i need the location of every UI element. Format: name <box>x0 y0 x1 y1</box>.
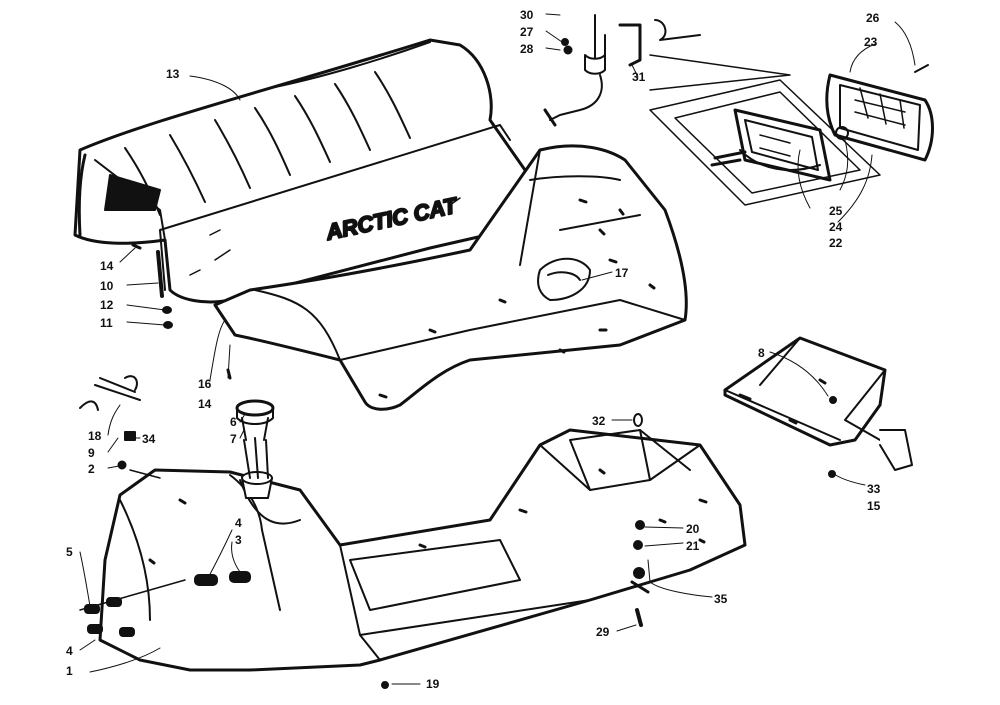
callout-14-upper: 14 <box>100 259 114 273</box>
callout-2: 2 <box>88 462 95 476</box>
callout-7: 7 <box>230 432 237 446</box>
callout-23: 23 <box>864 35 878 49</box>
grommet-32 <box>633 413 643 427</box>
callout-27: 27 <box>520 25 534 39</box>
callout-21: 21 <box>686 539 700 553</box>
callout-30: 30 <box>520 8 534 22</box>
callout-19: 19 <box>426 677 440 691</box>
rear-bracket-shroud <box>723 336 913 478</box>
tail-light-assembly <box>649 64 934 206</box>
callout-1: 1 <box>66 664 73 678</box>
callout-11: 11 <box>100 316 113 330</box>
callout-13: 13 <box>166 67 180 81</box>
callout-15: 15 <box>867 499 881 513</box>
callout-12: 12 <box>100 298 114 312</box>
callout-3: 3 <box>235 533 242 547</box>
callout-4-lower: 4 <box>66 644 73 658</box>
callout-4-tank: 4 <box>235 516 242 530</box>
seat-base-body <box>213 144 688 411</box>
callout-16: 16 <box>198 377 212 391</box>
fuel-line-parts <box>79 375 161 479</box>
callout-24: 24 <box>829 220 843 234</box>
callout-25: 25 <box>829 204 843 218</box>
callout-8: 8 <box>758 346 765 360</box>
callout-6: 6 <box>230 415 237 429</box>
callout-22: 22 <box>829 236 843 250</box>
callout-33: 33 <box>867 482 881 496</box>
callout-9: 9 <box>88 446 95 460</box>
callout-31: 31 <box>632 70 646 84</box>
callout-32: 32 <box>592 414 606 428</box>
callout-5: 5 <box>66 545 73 559</box>
callout-18: 18 <box>88 429 102 443</box>
callout-20: 20 <box>686 522 700 536</box>
callout-35: 35 <box>714 592 728 606</box>
callout-10: 10 <box>100 279 114 293</box>
belly-pan-fuel-tank <box>79 399 747 689</box>
seat-cushion: ARCTIC CAT <box>73 38 534 304</box>
callout-29: 29 <box>596 625 610 639</box>
callout-labels: 13 14 10 12 11 16 14 6 7 18 9 34 2 5 4 3… <box>66 8 881 691</box>
callout-34: 34 <box>142 432 156 446</box>
callout-26: 26 <box>866 11 880 25</box>
callout-28: 28 <box>520 42 534 56</box>
callout-14-lower: 14 <box>198 397 212 411</box>
wiring-bracket <box>543 14 791 127</box>
callout-17: 17 <box>615 266 629 280</box>
leader-lines <box>79 13 916 685</box>
